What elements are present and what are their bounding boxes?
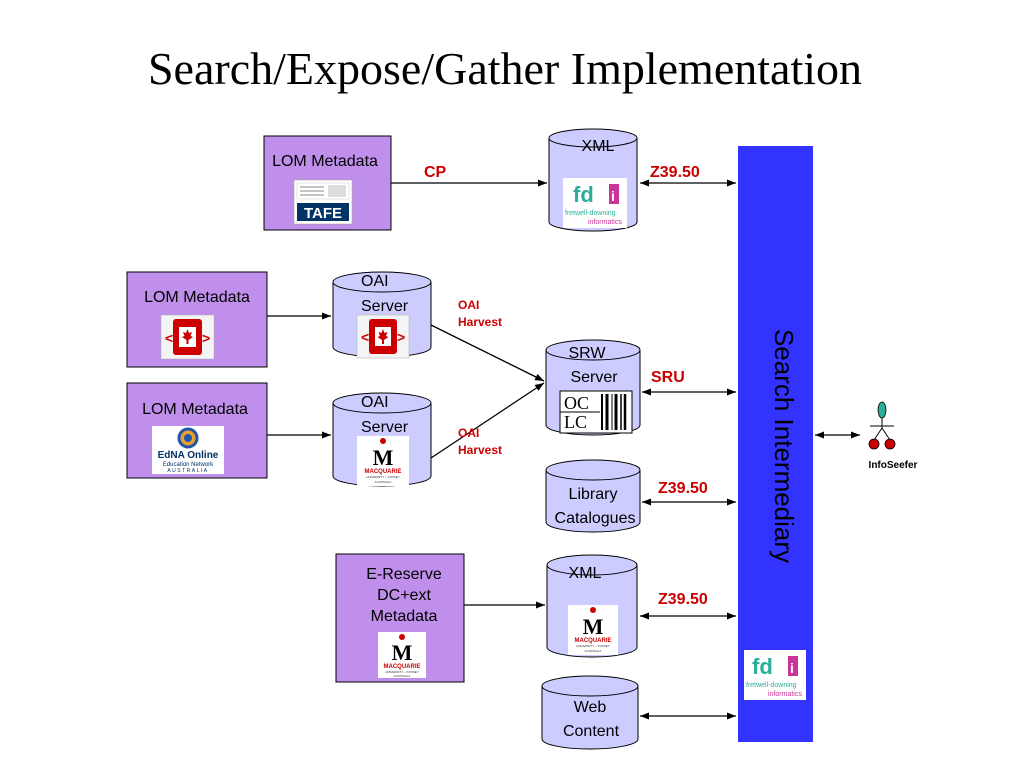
canada-flag-logo: < >	[160, 314, 215, 360]
z3950-xml-label: Z39.50	[658, 591, 708, 608]
svg-text:i: i	[611, 188, 615, 204]
canada-flag-logo: < >	[356, 314, 410, 359]
xml-bottom-cylinder: XML M MACQUARIE UNIVERSITY – SYDNEY AUST…	[546, 554, 638, 658]
xml-bottom-label: XML	[569, 565, 602, 582]
web-content-line2: Content	[563, 723, 620, 740]
z3950-top-label: Z39.50	[650, 164, 700, 181]
lom-metadata-canada-box: LOM Metadata < >	[126, 271, 268, 368]
fdi-logo: fd i fretwell-downing informatics	[744, 650, 806, 700]
oclc-logo: OC LC	[559, 390, 633, 434]
oai-server-1-line1: OAI	[361, 273, 389, 290]
oai-harvest-2-line2: Harvest	[458, 443, 502, 457]
search-intermediary-label: Search Intermediary	[769, 329, 799, 563]
connectors	[267, 179, 860, 720]
lom-metadata-label: LOM Metadata	[144, 289, 250, 306]
xml-top-cylinder: XML fd i fretwell-downing informatics	[548, 128, 638, 232]
e-reserve-line3: Metadata	[371, 608, 438, 625]
macquarie-logo: M MACQUARIE UNIVERSITY – SYDNEY AUSTRALI…	[378, 632, 426, 678]
lom-metadata-tafe-box: LOM Metadata TAFE	[263, 135, 392, 231]
svg-text:MACQUARIE: MACQUARIE	[575, 638, 612, 644]
srw-server-line2: Server	[570, 369, 618, 386]
e-reserve-line1: E-Reserve	[366, 566, 442, 583]
svg-text:fretwell-downing: fretwell-downing	[746, 682, 797, 689]
svg-text:EdNA Online: EdNA Online	[158, 450, 219, 461]
infoseefer-user-icon	[868, 401, 896, 450]
svg-text:UNIVERSITY – SYDNEY: UNIVERSITY – SYDNEY	[385, 670, 419, 674]
svg-text:i: i	[790, 660, 794, 676]
svg-text:fd: fd	[752, 654, 773, 679]
page-title: Search/Expose/Gather Implementation	[148, 43, 862, 94]
svg-text:AUSTRALIA: AUSTRALIA	[375, 480, 392, 484]
oai-server-2-line1: OAI	[361, 394, 389, 411]
oai-server-1-cylinder: OAI Server < >	[332, 271, 432, 359]
svg-text:AUSTRALIA: AUSTRALIA	[585, 649, 602, 653]
svg-text:>: >	[202, 330, 210, 346]
e-reserve-box: E-Reserve DC+ext Metadata M MACQUARIE UN…	[335, 553, 465, 683]
e-reserve-line2: DC+ext	[377, 587, 431, 604]
svg-text:<: <	[361, 329, 369, 345]
fdi-logo: fd i fretwell-downing informatics	[563, 178, 627, 228]
svg-text:MACQUARIE: MACQUARIE	[365, 469, 402, 475]
srw-server-cylinder: SRW Server OC LC	[545, 339, 641, 436]
svg-text:informatics: informatics	[588, 219, 622, 226]
xml-top-label: XML	[582, 138, 615, 155]
srw-server-line1: SRW	[568, 345, 606, 362]
lom-metadata-label: LOM Metadata	[272, 153, 378, 170]
svg-text:UNIVERSITY – SYDNEY: UNIVERSITY – SYDNEY	[366, 475, 400, 479]
lom-metadata-label: LOM Metadata	[142, 401, 248, 418]
infoseefer-label: InfoSeefer	[869, 460, 918, 471]
svg-text:OC: OC	[564, 393, 589, 413]
cp-label: CP	[424, 164, 447, 181]
web-content-line1: Web	[574, 699, 607, 716]
search-intermediary: Search Intermediary fd i fretwell-downin…	[738, 146, 813, 742]
svg-text:>: >	[397, 329, 405, 345]
tafe-logo: TAFE	[293, 179, 353, 225]
lom-metadata-edna-box: LOM Metadata EdNA Online Education Netwo…	[126, 382, 268, 479]
z3950-library-label: Z39.50	[658, 480, 708, 497]
svg-text:UNIVERSITY – SYDNEY: UNIVERSITY – SYDNEY	[576, 644, 610, 648]
library-catalogues-cylinder: Library Catalogues	[545, 459, 641, 533]
svg-text:informatics: informatics	[768, 691, 802, 698]
svg-text:M: M	[392, 640, 413, 665]
library-catalogues-line1: Library	[569, 486, 618, 503]
svg-text:AUSTRALIA: AUSTRALIA	[167, 468, 208, 474]
macquarie-logo: M MACQUARIE UNIVERSITY – SYDNEY AUSTRALI…	[568, 605, 618, 655]
oai-harvest-1-line1: OAI	[458, 298, 479, 312]
sru-label: SRU	[651, 369, 685, 386]
svg-text:<: <	[165, 330, 173, 346]
oai-harvest-1-line2: Harvest	[458, 315, 502, 329]
svg-text:LC: LC	[564, 412, 587, 432]
oai-server-1-line2: Server	[361, 298, 409, 315]
oai-harvest-2-line1: OAI	[458, 426, 479, 440]
svg-text:AUSTRALIA: AUSTRALIA	[394, 674, 411, 678]
svg-text:fretwell-downing: fretwell-downing	[565, 210, 616, 217]
svg-text:M: M	[583, 614, 604, 639]
oai-server-2-cylinder: OAI Server M MACQUARIE UNIVERSITY – SYDN…	[332, 392, 432, 487]
oai-harvest-1-arrow	[430, 324, 545, 382]
svg-text:Education Network: Education Network	[163, 462, 214, 468]
svg-text:M: M	[373, 445, 394, 470]
oai-server-2-line2: Server	[361, 419, 409, 436]
library-catalogues-line2: Catalogues	[555, 510, 636, 527]
macquarie-logo: M MACQUARIE UNIVERSITY – SYDNEY AUSTRALI…	[357, 436, 409, 486]
edna-online-logo: EdNA Online Education Network AUSTRALIA	[152, 426, 224, 474]
web-content-cylinder: Web Content	[541, 675, 639, 750]
svg-text:TAFE: TAFE	[304, 205, 342, 222]
svg-text:MACQUARIE: MACQUARIE	[384, 664, 421, 670]
oai-harvest-2-arrow	[430, 382, 545, 459]
svg-text:fd: fd	[573, 182, 594, 207]
